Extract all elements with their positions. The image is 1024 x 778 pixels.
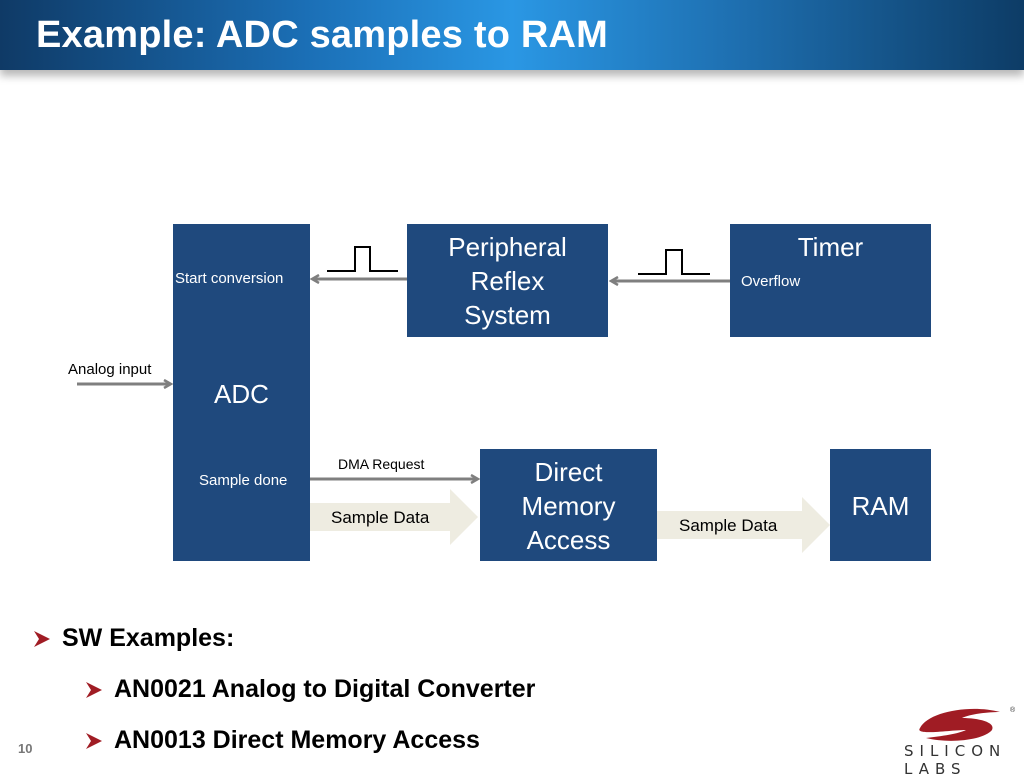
bullet-item: AN0013 Direct Memory Access (86, 726, 480, 755)
page-number: 10 (18, 741, 33, 756)
silicon-labs-logo-icon: ® (919, 706, 1016, 741)
sample-data-arrow-dma-ram (657, 497, 830, 553)
dma-request-label: DMA Request (338, 456, 425, 472)
sample-data-label: Sample Data (679, 516, 778, 535)
dma-label-line: Memory (521, 491, 616, 521)
registered-mark: ® (1010, 706, 1016, 714)
arrow-bullet-icon (86, 733, 102, 750)
dma-label-line: Direct (534, 457, 603, 487)
dma-label-line: Access (526, 525, 611, 555)
sample-done-label: Sample done (199, 472, 288, 489)
bullet-heading-text: SW Examples: (62, 624, 235, 652)
bullet-item-text: AN0013 Direct Memory Access (114, 726, 480, 754)
sample-data-arrow-adc-dma (310, 489, 478, 545)
pulse-icon (327, 246, 398, 272)
prs-label-line: Peripheral (448, 232, 567, 262)
prs-label: Peripheral Reflex System (407, 230, 608, 332)
adc-label: ADC (214, 379, 269, 409)
bullet-heading: SW Examples: (34, 624, 234, 653)
logo-text: SILICON LABS (904, 742, 1007, 778)
ram-label: RAM (851, 491, 910, 521)
bullet-item-text: AN0021 Analog to Digital Converter (114, 675, 536, 703)
prs-label-line: Reflex (470, 266, 545, 296)
analog-input-label: Analog input (68, 361, 152, 378)
overflow-label: Overflow (741, 273, 801, 290)
title-bar: Example: ADC samples to RAM (0, 0, 1024, 70)
sample-data-label: Sample Data (331, 508, 430, 527)
dma-label: Direct Memory Access (480, 455, 657, 557)
arrow-bullet-icon (86, 682, 102, 699)
prs-label-line: System (464, 300, 551, 330)
timer-block (730, 224, 931, 337)
prs-block (407, 224, 608, 337)
dma-block (480, 449, 657, 561)
start-conversion-label: Start conversion (175, 270, 284, 287)
slide-title: Example: ADC samples to RAM (36, 14, 609, 56)
ram-block (830, 449, 931, 561)
bullet-item: AN0021 Analog to Digital Converter (86, 675, 535, 704)
arrow-bullet-icon (34, 631, 50, 648)
timer-label: Timer (797, 232, 864, 262)
adc-block (173, 224, 310, 561)
pulse-icon (638, 249, 710, 275)
